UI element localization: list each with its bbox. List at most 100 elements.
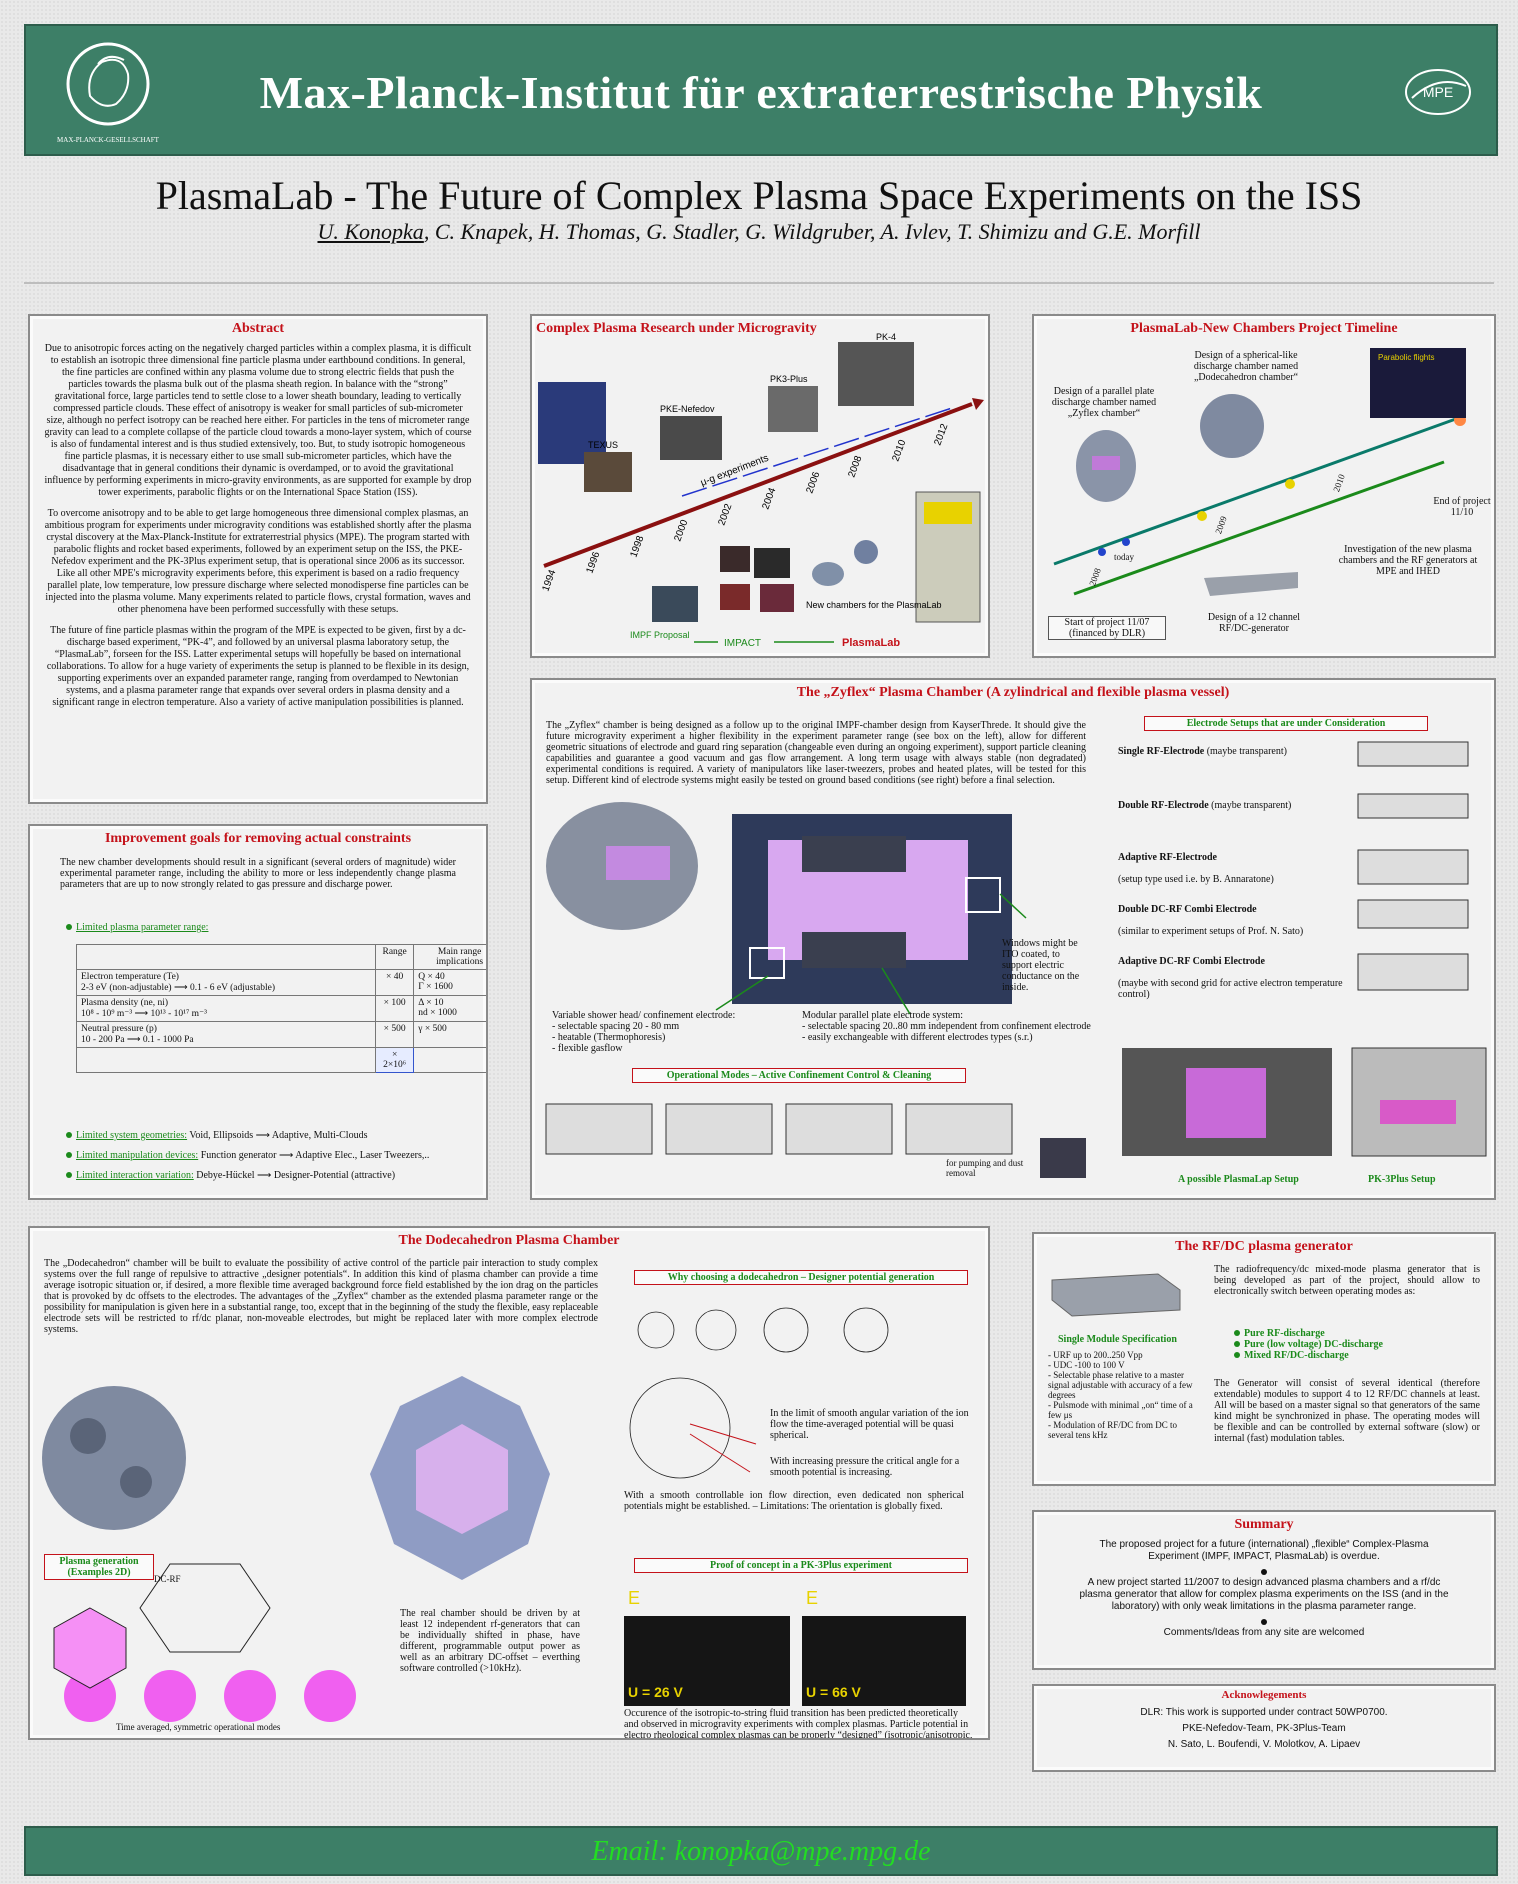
texus-label: TEXUS (588, 440, 618, 450)
timeline-line (1053, 414, 1465, 566)
zyflex-chamber-render (812, 562, 844, 586)
table-header-row: Range Main range implications (76, 944, 486, 970)
electrode-note: (setup type used i.e. by B. Annaratone) (1118, 874, 1274, 885)
year-label: 2004 (760, 486, 778, 511)
mode-item: Pure RF-discharge (1234, 1328, 1383, 1339)
electrode-setup: Adaptive DC-RF Combi Electrode(maybe wit… (1118, 956, 1348, 1000)
proof-image-1 (624, 1616, 790, 1706)
electrode-name: Single RF-Electrode (1118, 746, 1205, 757)
spec-item: - UDC -100 to 100 V (1048, 1360, 1125, 1370)
zyflex-title: The „Zyflex“ Plasma Chamber (A zylindric… (796, 685, 1230, 700)
operational-mode-diagrams (545, 1103, 1086, 1178)
impf-photo (652, 586, 698, 622)
potential-plot (843, 1307, 889, 1353)
abstract-text: Due to anisotropic forces acting on the … (30, 343, 486, 709)
electrode-diagrams (1357, 741, 1469, 991)
zyflex-figures (545, 741, 1487, 1178)
rfdc-panel: The RF/DC plasma generator Single Module… (1032, 1232, 1496, 1486)
year-label: 1998 (628, 534, 646, 559)
institute-name: Max-Planck-Institut für extraterrestrisc… (259, 67, 1263, 118)
electrode-setup: Double DC-RF Combi Electrode(similar to … (1118, 904, 1348, 937)
year-label: 2010 (890, 438, 908, 463)
table-row: × 2×10⁶ (76, 1047, 486, 1073)
table-cell: × 100 (374, 995, 415, 1022)
proof-box: Proof of concept in a PK-3Plus experimen… (634, 1558, 968, 1573)
electrode-note: (maybe transparent) (1211, 800, 1292, 811)
summary-p2: A new project started 11/2007 to design … (1079, 1577, 1449, 1612)
mpe-logo-icon: MPE (1405, 69, 1471, 115)
mode-label: Pure RF-discharge (1244, 1328, 1325, 1339)
investigation-label: Investigation of the new plasma chambers… (1338, 544, 1478, 577)
ack-panel: Acknowlegements DLR: This work is suppor… (1032, 1684, 1496, 1772)
start-label: Start of project 11/07 (financed by DLR) (1048, 616, 1166, 640)
electrode-name: Adaptive RF-Electrode (1118, 852, 1217, 863)
table-cell: Neutral pressure (p)10 - 200 Pa ⟶ 0.1 - … (76, 1021, 376, 1048)
bullet-interaction: Limited interaction variation: Debye-Hüc… (66, 1170, 395, 1181)
bullet-dot (66, 924, 72, 930)
impact-photo-4 (760, 584, 794, 612)
mode-diagram (665, 1103, 773, 1155)
mode-plot (64, 1670, 116, 1722)
year-label: 1996 (584, 550, 602, 575)
research-timeline-figure: μ-g experiments 1994 1996 1998 2000 2002… (538, 332, 984, 649)
bullet-text: Debye-Hückel ⟶ Designer-Potential (attra… (196, 1170, 396, 1181)
contact-email[interactable]: Email: konopka@mpe.mpg.de (591, 1836, 931, 1867)
parabolic-flight-photo (1370, 348, 1466, 418)
proof-image-2 (802, 1616, 966, 1706)
year-label: 1994 (540, 568, 558, 593)
zyflex-panel: The „Zyflex“ Plasma Chamber (A zylindric… (530, 678, 1496, 1200)
electrode-diagram (1357, 953, 1469, 991)
timeline-line-2 (1073, 460, 1445, 596)
chamber-window (606, 846, 670, 880)
potential-plots (629, 1307, 889, 1479)
abstract-panel: Abstract Due to anisotropic forces actin… (28, 314, 488, 804)
abstract-title: Abstract (231, 321, 285, 336)
impact-label: IMPACT (724, 638, 761, 649)
bullet-label: Limited system geometries: (76, 1130, 188, 1141)
ack-line: PKE-Nefedov-Team, PK-3Plus-Team (1182, 1723, 1346, 1734)
generator-design-label: Design of a 12 channel RF/DC-generator (1207, 612, 1301, 634)
bullet-dot (1234, 1341, 1240, 1347)
parallel-label: Design of a parallel plate discharge cha… (1051, 386, 1157, 419)
bullet-label: Limited manipulation devices: (76, 1150, 199, 1161)
occurrence-text: Occurence of the isotropic-to-string flu… (624, 1708, 973, 1740)
bullet-label: Limited interaction variation: (76, 1170, 194, 1181)
possible-setup-label: A possible PlasmaLap Setup (1178, 1174, 1299, 1185)
mode-diagram (545, 1103, 653, 1155)
rfdc-title: The RF/DC plasma generator (1175, 1239, 1353, 1254)
bullet-dot (66, 1152, 72, 1158)
row-detail: 2-3 eV (non-adjustable) ⟶ 0.1 - 6 eV (ad… (81, 983, 275, 993)
table-header-cell (76, 944, 376, 970)
dcrf-label: DC-RF (154, 1574, 181, 1584)
table-header-cell: Main range implications (413, 944, 486, 970)
particle-image (538, 382, 606, 464)
dodeca-figures (42, 1307, 966, 1722)
authors-line: U. Konopka, C. Knapek, H. Thomas, G. Sta… (0, 219, 1518, 245)
milestone-zyflex (1197, 511, 1207, 521)
potential-plot (763, 1307, 809, 1353)
modular-label: Modular parallel plate electrode system:… (802, 1010, 1091, 1043)
mode-list: Pure RF-discharge Pure (low voltage) DC-… (1234, 1328, 1383, 1361)
rfdc-text2: The Generator will consist of several id… (1214, 1378, 1480, 1444)
table-row: Neutral pressure (p)10 - 200 Pa ⟶ 0.1 - … (76, 1021, 486, 1048)
why-box: Why choosing a dodecahedron – Designer p… (634, 1270, 968, 1285)
electrode-diagram (1357, 899, 1469, 929)
table-cell: Electron temperature (Te)2-3 eV (non-adj… (76, 969, 376, 996)
zyflex-text: The „Zyflex“ chamber is being designed a… (546, 720, 1086, 786)
spec-title: Single Module Specification (1058, 1334, 1177, 1345)
svg-text:MAX-PLANCK-GESELLSCHAFT: MAX-PLANCK-GESELLSCHAFT (57, 136, 160, 144)
mode-item: Pure (low voltage) DC-discharge (1234, 1339, 1383, 1350)
pointer-line (881, 967, 911, 1015)
lower-electrode (802, 932, 906, 968)
rfdc-desc: The radiofrequency/dc mixed-mode plasma … (1214, 1264, 1480, 1297)
table-cell (76, 1047, 376, 1073)
footer-banner: Email: konopka@mpe.mpg.de (24, 1826, 1498, 1876)
mug-line (681, 407, 953, 497)
voltage-label: U = 26 V (628, 1684, 683, 1700)
new-chambers-text: New chambers for the PlasmaLab (806, 600, 942, 610)
table-row: Plasma density (ne, ni)10⁸ - 10⁹ m⁻³ ⟶ 1… (76, 995, 486, 1022)
ack-title: Acknowlegements (1221, 1689, 1307, 1701)
electrode-note: (maybe transparent) (1206, 746, 1287, 757)
mode-label: Pure (low voltage) DC-discharge (1244, 1339, 1383, 1350)
pk3-plasma (1380, 1100, 1456, 1124)
